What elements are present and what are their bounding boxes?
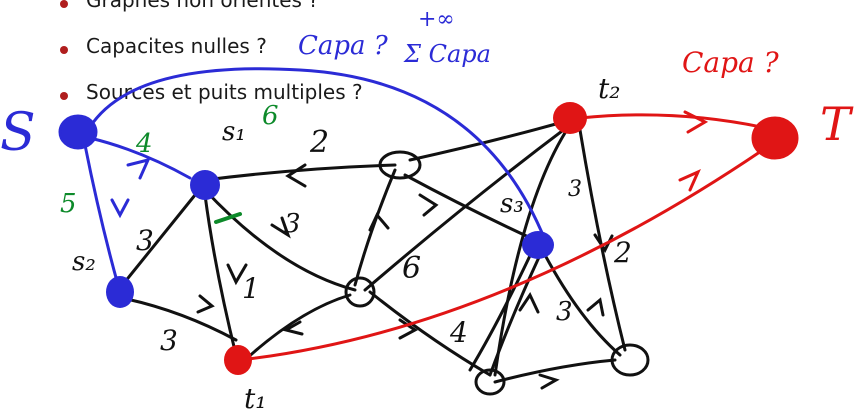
red-arrow xyxy=(678,169,701,192)
arrow-mark xyxy=(368,212,390,232)
edge xyxy=(118,193,197,290)
edge xyxy=(120,296,238,342)
sink-label: T xyxy=(820,97,854,151)
annotations: S T Capa ? Capa ? Σ Capa +∞ s₁ s₂ s₃ t₁ … xyxy=(0,7,854,415)
node-sink xyxy=(751,116,799,160)
blue-arrow xyxy=(110,198,130,219)
blue-arrow xyxy=(126,157,151,180)
edge-label: 3 xyxy=(284,209,301,239)
node xyxy=(378,150,422,180)
edge xyxy=(363,123,572,292)
red-arrow xyxy=(683,110,709,134)
edge-label: 4 xyxy=(135,129,153,159)
edge-label: 5 xyxy=(60,189,77,219)
node-t2 xyxy=(553,102,587,134)
arrow-mark xyxy=(538,373,560,390)
edge-label: 3 xyxy=(136,224,154,257)
edge xyxy=(243,293,352,362)
arrow-mark xyxy=(270,216,291,239)
blue-edge xyxy=(83,143,120,287)
edge xyxy=(203,163,397,182)
bullet-text: Capacites nulles ? xyxy=(86,34,267,58)
capa-question-red: Capa ? xyxy=(682,46,780,79)
bullet-dot-icon xyxy=(60,92,68,100)
capa-question-blue: Capa ? xyxy=(298,31,389,61)
edge xyxy=(408,118,572,162)
arrow-mark xyxy=(586,297,605,317)
infinity-label: +∞ xyxy=(418,7,455,32)
node-t1 xyxy=(224,345,252,375)
edge-label: 2 xyxy=(613,236,632,269)
arrow-mark xyxy=(196,294,215,314)
edge-label: 6 xyxy=(402,251,421,286)
node-s1 xyxy=(190,170,220,200)
edge-label: 4 xyxy=(449,316,468,349)
arrow-mark xyxy=(398,318,418,340)
red-edge xyxy=(238,143,772,362)
node-s3 xyxy=(522,231,554,259)
arrow-mark xyxy=(226,263,248,286)
nodes xyxy=(58,102,799,396)
sum-capa-label: Σ Capa xyxy=(403,40,491,68)
edge xyxy=(353,168,397,287)
edge xyxy=(203,193,238,357)
node xyxy=(474,368,506,396)
edge xyxy=(403,173,537,242)
node-label-t1: t₁ xyxy=(244,382,266,415)
arrow-mark xyxy=(285,163,307,188)
edge xyxy=(493,358,617,384)
edge-label: 3 xyxy=(568,177,582,202)
blue-edge xyxy=(86,67,547,242)
edge-label: 1 xyxy=(242,272,260,305)
edge-label: 3 xyxy=(556,297,573,327)
edge-label: 3 xyxy=(160,324,178,357)
node-label-t2: t₂ xyxy=(598,72,620,105)
bullet-dot-icon xyxy=(60,46,68,54)
node-label-s3: s₃ xyxy=(500,189,524,219)
node-s2 xyxy=(106,276,134,308)
edge xyxy=(468,243,537,372)
red-edges xyxy=(238,110,777,362)
blue-edge xyxy=(88,136,192,180)
node-label-s2: s₂ xyxy=(72,247,96,277)
edge xyxy=(203,188,357,292)
bullet-dot-icon xyxy=(60,0,68,8)
edge xyxy=(493,123,572,377)
arrow-mark xyxy=(282,320,304,336)
bullet-text: Graphes non orientés ? xyxy=(86,0,319,12)
edge-label: 2 xyxy=(309,125,329,160)
edge xyxy=(488,253,542,377)
edge xyxy=(368,290,492,377)
node xyxy=(610,343,650,377)
arrow-mark xyxy=(518,291,540,314)
node xyxy=(344,276,376,308)
node-source xyxy=(58,114,98,150)
blue-edges xyxy=(83,67,547,287)
red-edge xyxy=(578,113,777,132)
edge-label: 6 xyxy=(262,101,279,131)
arrow-mark xyxy=(418,193,439,217)
green-tick-mark xyxy=(214,212,242,224)
node-label-s1: s₁ xyxy=(222,117,246,147)
source-label: S xyxy=(0,103,36,163)
